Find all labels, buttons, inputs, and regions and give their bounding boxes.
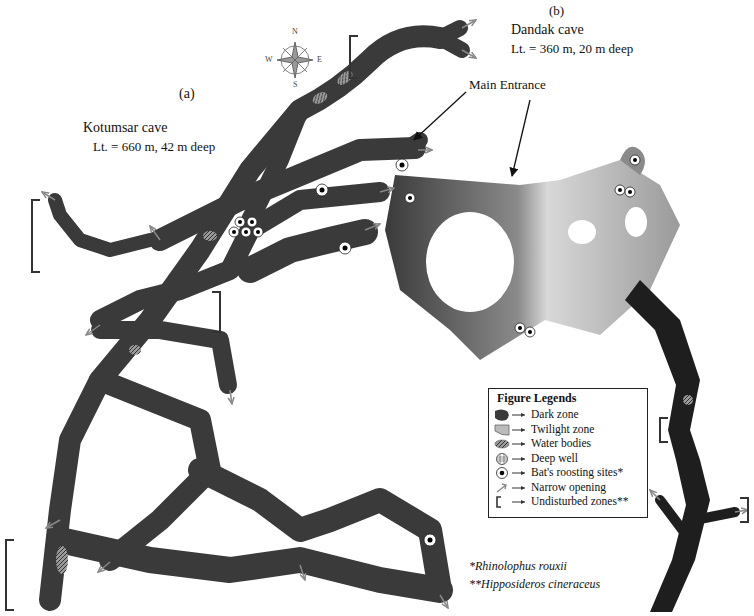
legend-text: Twilight zone: [531, 423, 594, 436]
undisturbed-brackets: [6, 36, 748, 610]
cave-dimension: Lt. = 660 m, 42 m deep: [92, 140, 216, 155]
legend-swatch: [493, 466, 531, 480]
entrance-label: Main Entrance: [468, 78, 547, 93]
legend-text: Dark zone: [531, 408, 579, 421]
footnote: **Hipposideros cineraceus: [468, 578, 601, 592]
panel-tag: (b): [548, 4, 565, 19]
panel-tag: (a): [178, 86, 196, 102]
legend-text: Bat's roosting sites*: [531, 466, 623, 479]
compass-letter: N: [291, 27, 299, 36]
footnote: *Rhinolophus rouxii: [468, 560, 568, 574]
legend-swatch: [493, 495, 531, 509]
legend-swatch: [493, 408, 531, 422]
legend-swatch: [493, 423, 531, 437]
cave-name: Kotumsar cave: [82, 120, 168, 136]
water-bodies: [56, 68, 355, 574]
dandak-cave: [385, 147, 735, 612]
legend-swatch: [493, 437, 531, 451]
narrow-openings: [42, 20, 748, 608]
compass-rose: [277, 42, 313, 78]
cave-dimension: Lt. = 360 m, 20 m deep: [510, 42, 634, 57]
cave-name: Dandak cave: [510, 22, 585, 38]
legend-swatch: [493, 481, 531, 495]
kotumsar-cave: [50, 28, 462, 600]
roosting-sites: [229, 155, 640, 546]
legend-swatch: [493, 452, 531, 466]
legend-text: Narrow opening: [531, 481, 606, 494]
compass-letter: S: [292, 80, 298, 89]
legend-text: Deep well: [531, 452, 578, 465]
compass-letter: E: [316, 55, 323, 64]
legend-title: Figure Legends: [496, 392, 577, 406]
legend-text: Water bodies: [531, 437, 591, 450]
entrance-leaders: [414, 92, 530, 176]
compass-letter: W: [264, 55, 274, 64]
legend-text: Undisturbed zones**: [531, 495, 628, 508]
